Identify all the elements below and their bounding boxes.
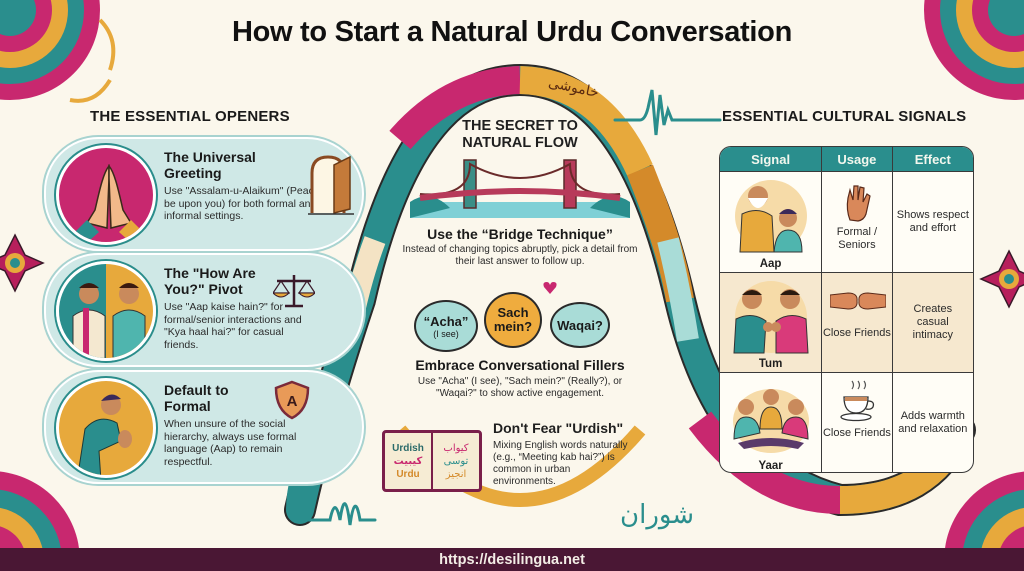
signal-label: Aap [759,257,782,270]
card-title: The "How Are You?" Pivot [164,265,256,297]
section-heading-natural-flow: THE SECRET TO NATURAL FLOW [462,118,578,151]
bowing-man-icon [56,378,156,478]
fist-bump-icon [830,291,887,310]
bridge-technique-title: Use the “Bridge Technique” [427,226,613,242]
column-header-usage: Usage [822,147,893,171]
table-row: Tum Close Friends Creates casual intimac… [720,272,973,373]
effect-label: Adds warmth and relaxation [898,410,968,436]
mandala-ornament-icon [0,0,116,103]
speech-bubble-acha: “Acha” (I see) [414,300,478,352]
column-header-signal: Signal [720,147,823,171]
bottom-calligraphy: شوران [620,500,695,530]
raised-hand-icon [846,185,871,222]
website-link[interactable]: https://desilingua.net [439,551,585,568]
card-title: The Universal Greeting [164,149,256,181]
signal-label: Yaar [758,459,783,472]
section-heading-cultural-signals: ESSENTIAL CULTURAL SIGNALS [722,108,967,125]
table-header: Signal Usage Effect [720,147,973,172]
usage-label: Close Friends [822,427,891,439]
shield-a-icon: A [274,380,310,420]
cultural-signals-table: Signal Usage Effect Aap Formal / Seniors… [719,146,974,473]
card-text: Use "Aap kaise hain?" for formal/senior … [164,301,302,351]
open-door-icon [308,155,354,215]
lotus-flower-icon [0,233,45,293]
page-title: How to Start a Natural Urdu Conversation [231,16,792,48]
effect-label: Shows respect and effort [896,208,969,234]
elder-and-boy-icon [735,180,807,253]
friends-fist-bump-icon [733,280,809,353]
table-row: Yaar Close Friends Adds warmth and relax… [720,373,973,472]
usage-label: Formal / Seniors [836,226,878,251]
signal-label: Tum [758,358,783,370]
opener-card-greeting: The Universal Greeting Use "Assalam-u-Al… [44,137,364,251]
section-heading-openers: THE ESSENTIAL OPENERS [90,108,290,125]
card-title: Default to Formal [164,382,229,414]
bridge-technique-text: Instead of changing topics abruptly, pic… [402,244,638,267]
fillers-text: Use "Acha" (I see), "Sach mein?" (Really… [417,376,623,399]
tea-cup-icon [840,380,875,422]
card-text: When unsure of the social hierarchy, alw… [164,418,297,468]
mandala-ornament-icon [924,0,1024,100]
speech-bubble-sach-mein: Sach mein? [484,292,542,348]
praying-hands-icon [56,145,156,245]
effect-label: Creates casual intimacy [912,302,953,341]
urdish-title: Don't Fear "Urdish" [493,420,624,436]
urdish-book-icon: Urdish کیبیت Urdu کیواب توسی انجیز [382,430,482,492]
urdish-text: Mixing English words naturally (e.g., “M… [493,440,628,487]
lotus-flower-icon [979,249,1024,309]
card-text: Use "Assalam-u-Alaikum" (Peace be upon y… [164,185,320,222]
two-men-icon [56,261,156,361]
heart-icon [543,282,557,294]
bridge-icon [410,159,630,218]
scales-icon [273,275,315,308]
column-header-effect: Effect [914,151,951,167]
usage-label: Close Friends [822,326,891,339]
friends-tea-icon [733,389,809,453]
svg-text:A: A [287,393,298,410]
speech-bubble-waqai: Waqai? [550,302,610,348]
footer-bar: https://desilingua.net [0,548,1024,571]
fillers-title: Embrace Conversational Fillers [415,357,625,373]
opener-card-how-are-you: The "How Are You?" Pivot Use "Aap kaise … [44,253,364,367]
table-row: Aap Formal / Seniors Shows respect and e… [720,172,973,273]
opener-card-default-formal: Default to Formal When unsure of the soc… [44,370,364,484]
